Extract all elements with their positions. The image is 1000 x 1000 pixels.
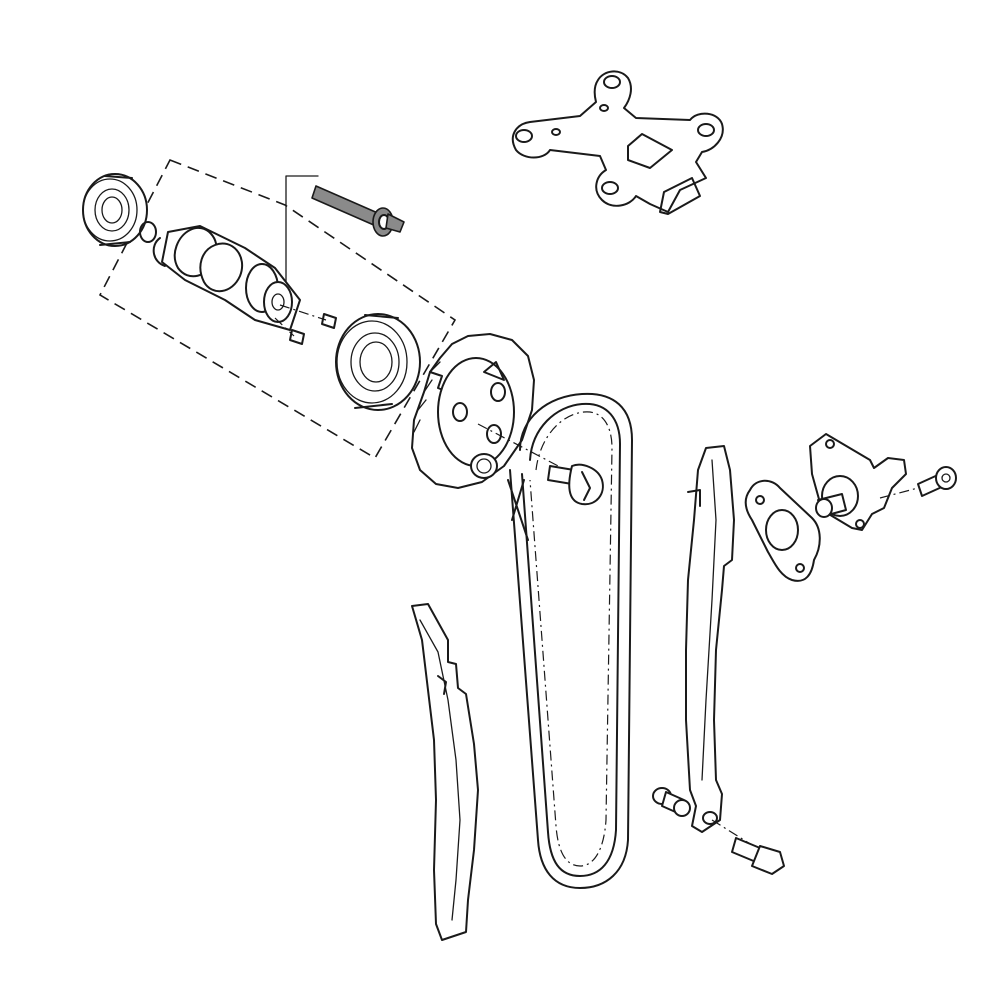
- sprocket-bolt: [477, 423, 604, 506]
- timing-chain: [507, 392, 633, 889]
- tensioner-bolt: [879, 466, 957, 499]
- camshaft-bracket: [511, 70, 724, 215]
- rail-collar: [652, 787, 691, 817]
- camshaft-assembly-frame: [98, 158, 457, 460]
- decompressor-shaft: [311, 185, 405, 237]
- leader-line: [285, 175, 319, 301]
- tensioner-gasket: [744, 479, 821, 582]
- chain-guide: [411, 603, 479, 941]
- camshaft-bearing-right: [335, 313, 421, 411]
- camshaft: [152, 225, 301, 331]
- camshaft-sprocket: [411, 333, 535, 489]
- o-ring: [139, 221, 157, 243]
- camshaft-bearing-left: [82, 173, 148, 247]
- chain-tensioner-rail: [685, 445, 735, 833]
- chain-tensioner: [809, 433, 907, 531]
- rail-pivot-bolt: [711, 819, 785, 875]
- dowel-pins: [274, 304, 337, 345]
